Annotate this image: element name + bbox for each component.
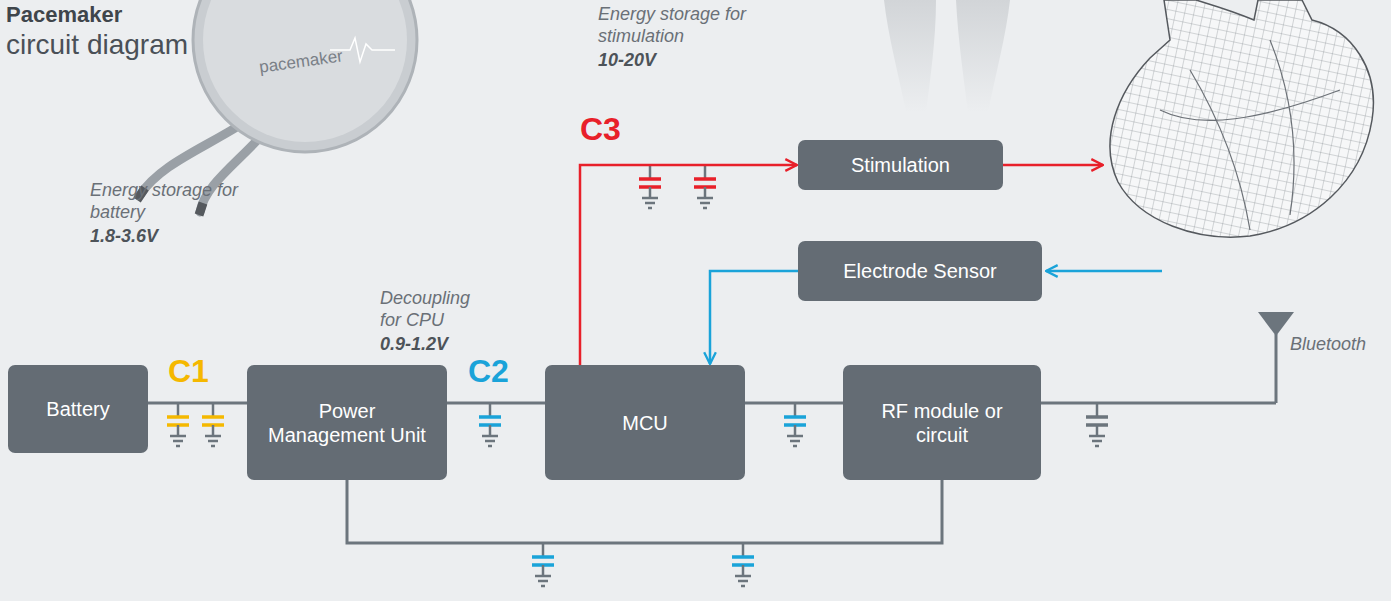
process-box: Electrode Sensor — [798, 241, 1042, 301]
process-box: Power Management Unit — [247, 365, 447, 480]
connector — [745, 402, 843, 405]
wire — [1003, 165, 1294, 403]
box-label: Electrode Sensor — [843, 259, 996, 283]
voltage-label: 10-20V — [598, 50, 698, 72]
heart-illustration — [1110, 0, 1373, 237]
box-label: Power Management Unit — [259, 399, 435, 447]
subtitle: circuit diagram — [6, 28, 226, 62]
body-illustration — [884, 0, 1010, 112]
box-label: Battery — [46, 397, 109, 421]
process-box: Battery — [8, 365, 148, 453]
note: Energy storage for battery — [90, 180, 240, 223]
connector — [148, 402, 247, 405]
capacitor-symbol — [167, 165, 1108, 586]
connector — [580, 165, 797, 365]
box-label: Stimulation — [851, 153, 950, 177]
connector — [710, 271, 798, 364]
antenna-symbol — [1258, 312, 1294, 336]
voltage-label: 1.8-3.6V — [90, 226, 210, 248]
connector — [347, 480, 942, 543]
box-label: RF module or circuit — [855, 399, 1029, 447]
note: Decoupling for CPU — [380, 288, 495, 331]
capacitor-label: C3 — [580, 110, 640, 148]
capacitor-label: C2 — [468, 352, 528, 390]
process-box: RF module or circuit — [843, 365, 1041, 480]
process-box: MCU — [545, 365, 745, 480]
title: Pacemaker — [6, 2, 122, 28]
antenna-label: Bluetooth — [1290, 334, 1388, 356]
process-box: Stimulation — [798, 140, 1003, 190]
box-label: MCU — [622, 411, 668, 435]
capacitor-label: C1 — [168, 352, 228, 390]
voltage-label: 0.9-1.2V — [380, 334, 490, 356]
note: Energy storage for stimulation — [598, 4, 763, 47]
connector — [447, 402, 545, 405]
